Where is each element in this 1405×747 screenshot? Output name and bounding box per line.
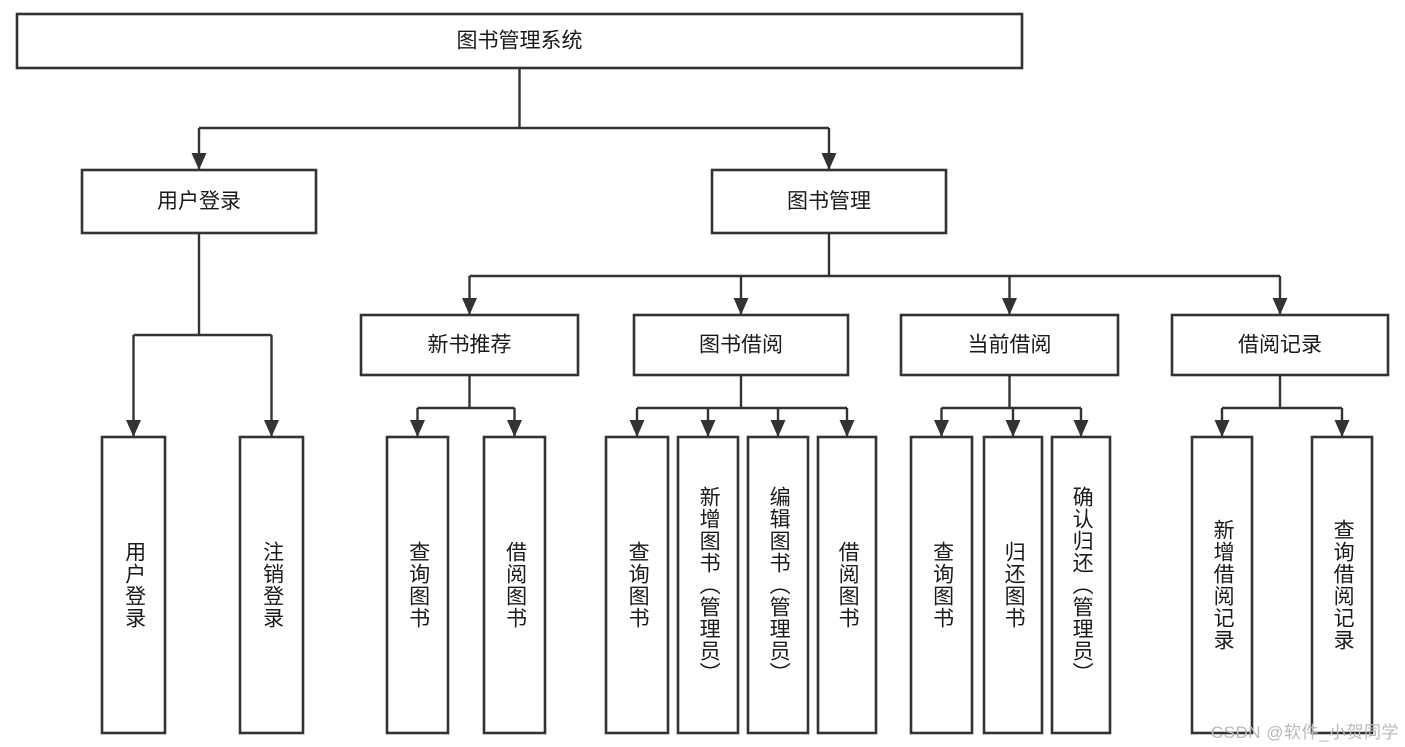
node-box-leaf-return-book[interactable]	[982, 435, 1044, 735]
node-box-leaf-borrow-book-1[interactable]	[482, 435, 547, 735]
node-box-current-borrow[interactable]	[899, 313, 1120, 377]
node-box-borrow-record[interactable]	[1170, 313, 1390, 377]
node-label-book-borrow: 图书借阅	[699, 334, 783, 357]
connector-edges-layer	[126, 68, 1350, 437]
node-label-user-login: 用户登录	[157, 190, 241, 213]
node-box-leaf-borrow-book-2[interactable]	[816, 435, 878, 735]
node-box-leaf-query-borrow-record[interactable]	[1310, 435, 1374, 735]
node-box-new-book-rec[interactable]	[359, 313, 580, 377]
node-label-book-manage: 图书管理	[787, 190, 871, 213]
node-label-current-borrow: 当前借阅	[968, 334, 1052, 357]
node-label-new-book-rec: 新书推荐	[428, 334, 512, 357]
node-box-leaf-user-logout[interactable]	[238, 435, 305, 735]
node-box-leaf-add-book-admin[interactable]	[676, 435, 740, 735]
node-box-leaf-query-book-2[interactable]	[604, 435, 670, 735]
node-box-leaf-user-login[interactable]	[100, 435, 167, 735]
node-box-leaf-query-book-1[interactable]	[385, 435, 450, 735]
node-box-leaf-edit-book-admin[interactable]	[746, 435, 810, 735]
node-box-book-manage[interactable]	[710, 168, 948, 235]
node-boxes-layer	[15, 12, 1390, 735]
csdn-watermark: CSDN @软件_小贺同学	[1210, 723, 1399, 742]
node-label-borrow-record: 借阅记录	[1238, 334, 1322, 357]
node-box-book-borrow[interactable]	[632, 313, 850, 377]
node-box-leaf-query-book-3[interactable]	[909, 435, 974, 735]
node-box-leaf-confirm-return-admin[interactable]	[1050, 435, 1112, 735]
node-box-leaf-add-borrow-record[interactable]	[1190, 435, 1254, 735]
node-label-root: 图书管理系统	[457, 30, 583, 53]
node-box-user-login[interactable]	[80, 168, 318, 235]
node-box-root[interactable]	[15, 12, 1024, 70]
